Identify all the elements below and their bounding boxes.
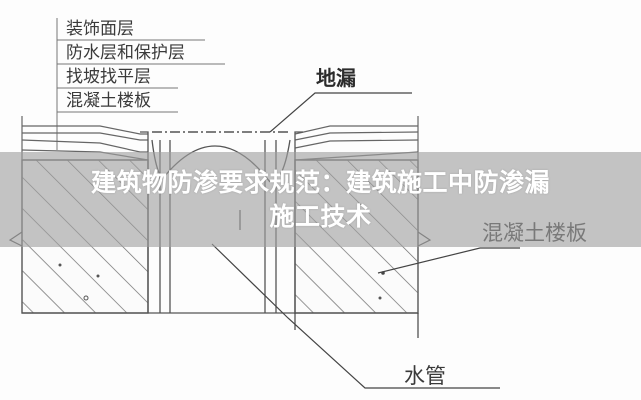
title-line-1: 建筑物防渗要求规范：建筑施工中防渗漏 bbox=[90, 167, 550, 197]
layer-label-leveling: 找坡找平层 bbox=[66, 67, 151, 87]
callout-water-pipe: 水管 bbox=[404, 364, 446, 388]
title-banner: 建筑物防渗要求规范：建筑施工中防渗漏 施工技术 bbox=[0, 152, 641, 247]
title-line-2: 施工技术 bbox=[269, 201, 372, 231]
layer-label-finish: 装饰面层 bbox=[66, 19, 134, 39]
layer-label-bracket bbox=[56, 18, 225, 150]
leader-lines bbox=[211, 92, 520, 389]
layer-label-slab: 混凝土楼板 bbox=[66, 91, 151, 111]
layer-label-waterproof: 防水层和保护层 bbox=[66, 43, 185, 63]
callout-floor-drain: 地漏 bbox=[316, 66, 356, 90]
